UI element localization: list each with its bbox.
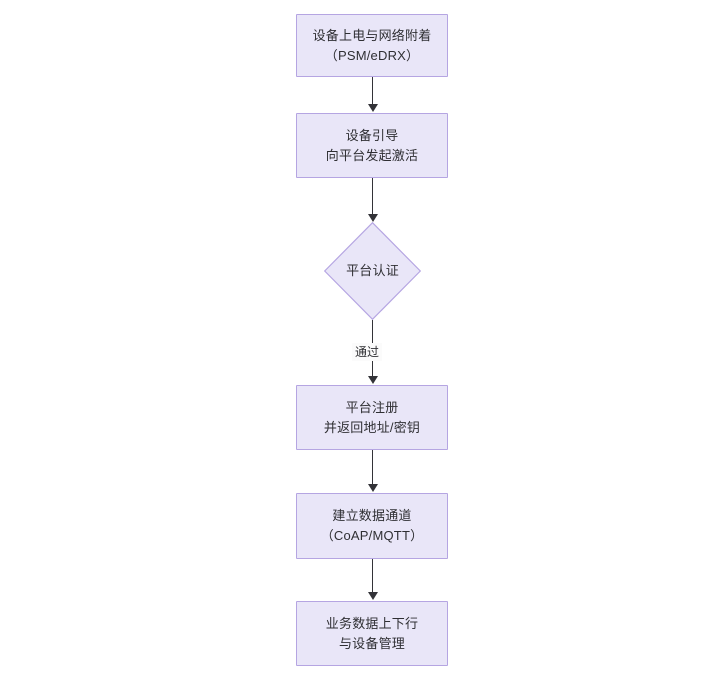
node-business-data[interactable]: 业务数据上下行 与设备管理 [296,601,448,666]
edge-n5-n6-arrowhead [368,592,378,600]
edge-n5-n6-line [372,559,373,593]
edge-n4-n5-line [372,450,373,485]
diamond-shape [324,222,421,320]
edge-label-pass: 通过 [352,343,383,361]
node-platform-register[interactable]: 平台注册 并返回地址/密钥 [296,385,448,450]
node-device-bootstrap[interactable]: 设备引导 向平台发起激活 [296,113,448,178]
edge-n3-n4-arrowhead [368,376,378,384]
node-platform-auth-decision[interactable]: 平台认证 [324,222,421,320]
node-business-data-label: 业务数据上下行 与设备管理 [325,615,419,651]
edge-n2-n3-arrowhead [368,214,378,222]
node-device-power-on-label: 设备上电与网络附着 （PSM/eDRX） [312,27,432,63]
node-platform-auth-decision-label: 平台认证 [346,263,399,278]
node-data-channel[interactable]: 建立数据通道 （CoAP/MQTT） [296,493,448,559]
node-device-bootstrap-label: 设备引导 向平台发起激活 [325,127,419,163]
edge-n2-n3-line [372,178,373,215]
edge-n1-n2-arrowhead [368,104,378,112]
edge-n1-n2-line [372,77,373,105]
node-device-power-on[interactable]: 设备上电与网络附着 （PSM/eDRX） [296,14,448,77]
node-platform-register-label: 平台注册 并返回地址/密钥 [323,399,421,435]
edge-n4-n5-arrowhead [368,484,378,492]
node-data-channel-label: 建立数据通道 （CoAP/MQTT） [320,508,424,543]
